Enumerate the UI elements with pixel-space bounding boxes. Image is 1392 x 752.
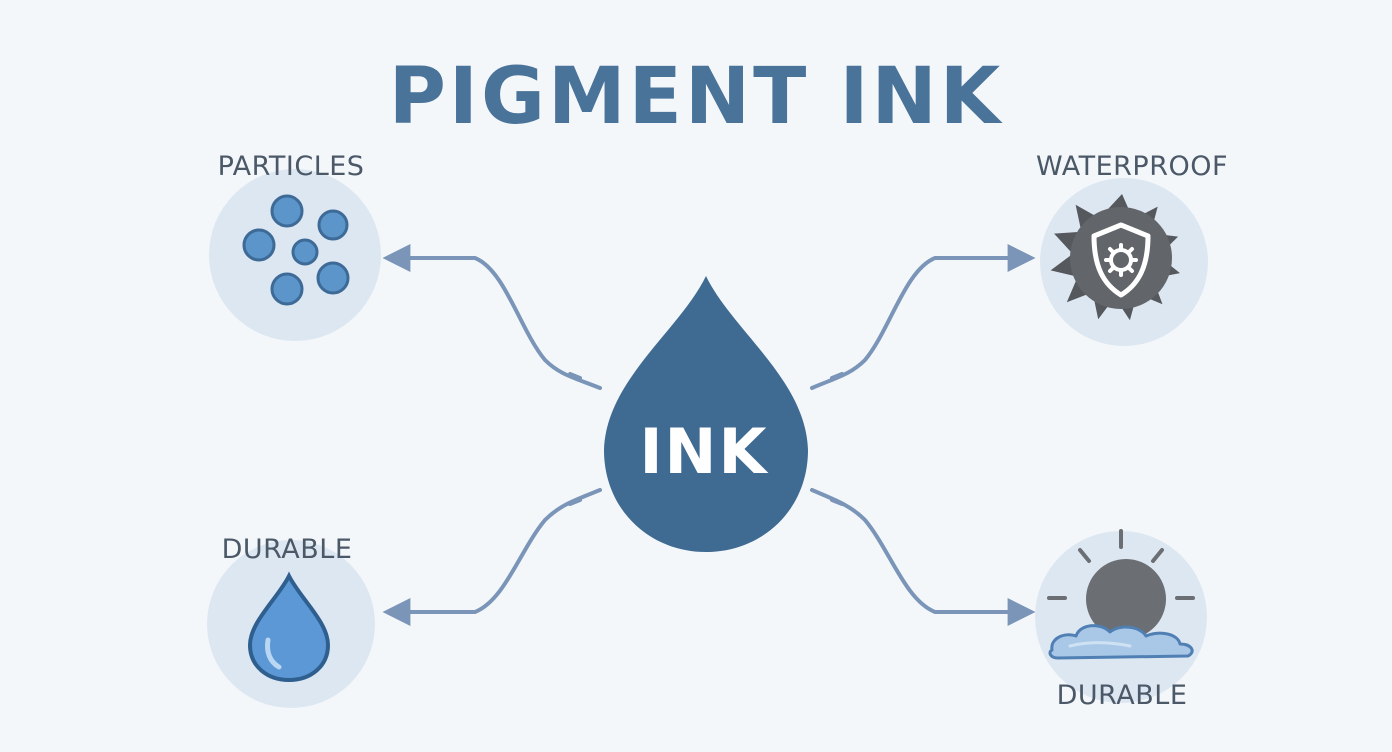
- connector-durable-left: [382, 488, 602, 626]
- label-particles: PARTICLES: [217, 151, 365, 182]
- sun-cloud-icon: [1047, 529, 1195, 660]
- particles-node: [209, 169, 381, 341]
- page-title: PIGMENT INK: [388, 52, 1004, 142]
- label-durable-right: DURABLE: [1056, 680, 1188, 711]
- label-durable-left: DURABLE: [221, 534, 353, 565]
- ink-drop-icon: [604, 276, 808, 552]
- label-waterproof: WATERPROOF: [1036, 151, 1228, 182]
- connector-particles: [382, 244, 602, 390]
- waterproof-node: [1040, 178, 1208, 346]
- shield-gear-icon: [1050, 194, 1180, 321]
- connector-durable-right: [810, 488, 1036, 626]
- particles-icon: [242, 194, 350, 306]
- durable-right-node: [1035, 529, 1207, 703]
- water-drop-icon: [247, 571, 331, 683]
- connector-waterproof: [810, 244, 1036, 390]
- center-label: INK: [639, 415, 769, 488]
- durable-left-node: [207, 540, 375, 708]
